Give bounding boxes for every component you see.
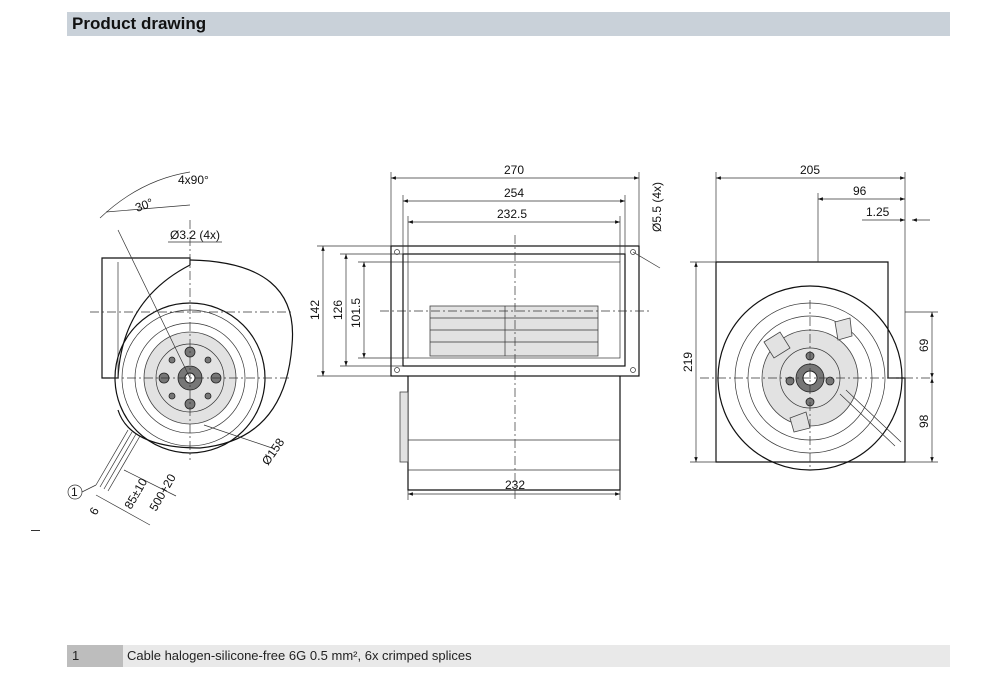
side-view xyxy=(690,172,938,471)
top-height-flange: 126 xyxy=(331,300,345,320)
side-height-upper: 69 xyxy=(917,338,931,352)
top-width-inner: 232.5 xyxy=(497,207,527,221)
section-header: Product drawing xyxy=(67,12,950,36)
top-width-housing: 232 xyxy=(505,478,525,492)
front-diameter: Ø158 xyxy=(259,435,287,467)
top-width-total: 270 xyxy=(504,163,524,177)
side-height-total: 219 xyxy=(681,352,695,372)
top-view-labels: 270 254 232.5 Ø5.5 (4x) 142 126 101.5 23… xyxy=(308,163,664,492)
top-height-inner: 101.5 xyxy=(349,298,363,328)
front-hole: Ø3.2 (4x) xyxy=(170,228,220,242)
side-view-labels: 205 96 1.25 219 69 98 xyxy=(681,163,931,428)
side-offset: 96 xyxy=(853,184,867,198)
top-slot: Ø5.5 (4x) xyxy=(650,182,664,232)
section-title: Product drawing xyxy=(72,14,207,33)
legend-number: 1 xyxy=(67,645,123,667)
side-height-lower: 98 xyxy=(917,414,931,428)
top-height-total: 142 xyxy=(308,300,322,320)
legend-row: 1 Cable halogen-silicone-free 6G 0.5 mm²… xyxy=(67,645,950,667)
side-width-total: 205 xyxy=(800,163,820,177)
front-callout: 1 xyxy=(71,485,78,499)
legend-text: Cable halogen-silicone-free 6G 0.5 mm², … xyxy=(123,645,950,667)
margin-mark xyxy=(31,530,40,531)
front-angle-count: 4x90° xyxy=(178,173,209,187)
front-view xyxy=(67,171,294,526)
top-view xyxy=(317,172,661,500)
front-cable-len-b: 500+20 xyxy=(146,471,178,513)
front-cable-stub: 6 xyxy=(86,504,102,517)
front-angle: 30° xyxy=(133,195,155,214)
side-flange-thickness: 1.25 xyxy=(866,205,890,219)
top-width-flange: 254 xyxy=(504,186,524,200)
